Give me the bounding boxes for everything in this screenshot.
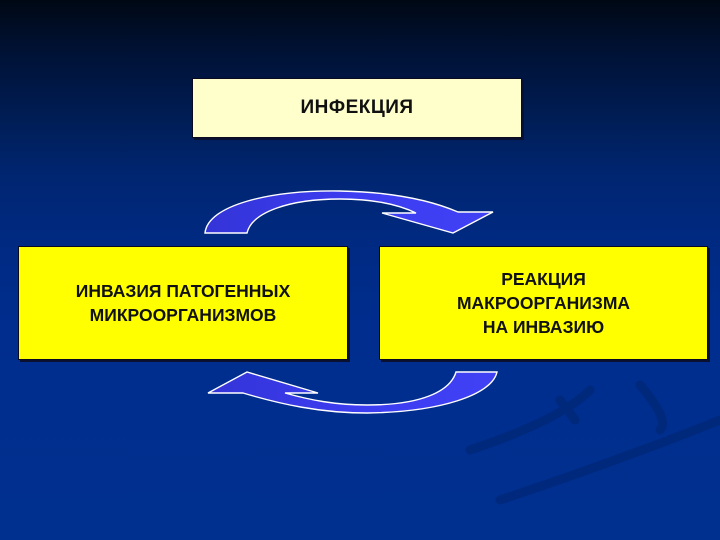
infection-label: ИНФЕКЦИЯ [300,97,414,118]
curved-arrow-right-icon [204,190,494,234]
pathogen-invasion-box: ИНВАЗИЯ ПАТОГЕННЫХ МИКРООРГАНИЗМОВ [18,246,348,360]
pathogen-invasion-label: ИНВАЗИЯ ПАТОГЕННЫХ МИКРООРГАНИЗМОВ [75,281,291,325]
curved-arrow-left-icon [207,371,498,414]
infection-box: ИНФЕКЦИЯ [192,78,522,138]
macroorganism-reaction-label: РЕАКЦИЯ МАКРООРГАНИЗМА НА ИНВАЗИЮ [456,269,631,337]
macroorganism-reaction-box: РЕАКЦИЯ МАКРООРГАНИЗМА НА ИНВАЗИЮ [379,246,708,360]
